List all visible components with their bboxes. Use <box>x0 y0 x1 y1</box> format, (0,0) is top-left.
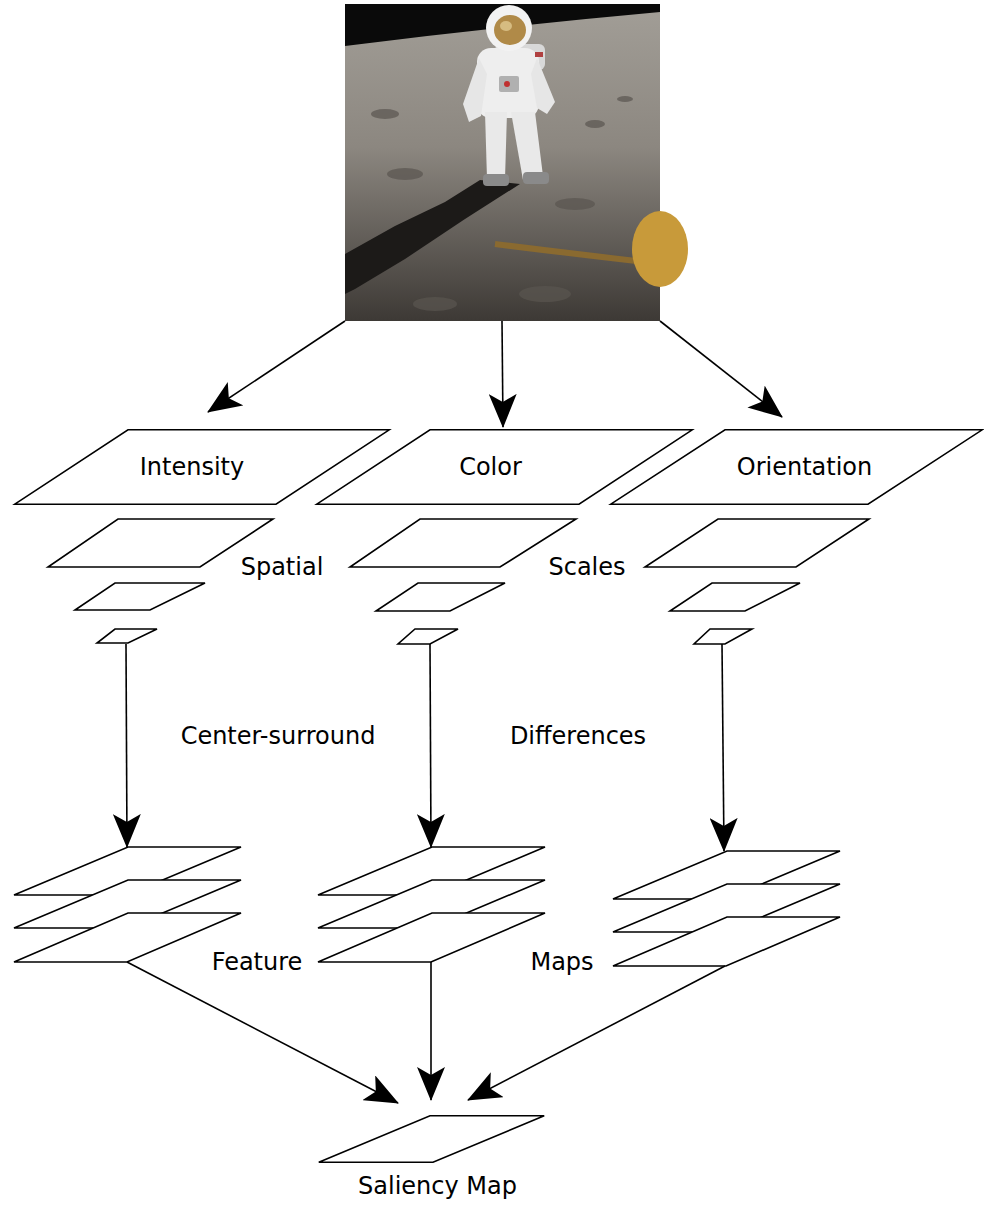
label-holder: Differences <box>510 722 646 751</box>
lunar-ground <box>345 4 660 321</box>
lander-foil <box>632 211 688 287</box>
flow-arrow <box>502 321 503 427</box>
map-label: Maps <box>530 948 593 976</box>
saliency-map-box: Saliency Map <box>318 1115 545 1207</box>
channel-name: Intensity <box>140 453 244 482</box>
flow-arrow <box>660 321 782 417</box>
feature-map <box>613 917 840 966</box>
moon-photo <box>345 4 688 321</box>
feature-map-stacks <box>14 847 840 966</box>
channel-name: Orientation <box>737 453 873 482</box>
text-holder: Orientation <box>618 429 984 505</box>
scale-label: Spatial <box>241 553 324 581</box>
lander-leg <box>495 244 645 262</box>
astronaut <box>463 5 555 186</box>
scale-layer <box>97 629 157 643</box>
craters <box>371 96 633 311</box>
label-holder: Scales <box>548 553 625 582</box>
scale-layer <box>376 583 505 611</box>
parallelogram-outline <box>318 1115 545 1163</box>
channel-name: Color <box>459 453 522 482</box>
map-title: Saliency Map <box>358 1172 517 1201</box>
operation-label: Differences <box>510 722 646 750</box>
scale-layer <box>670 583 800 611</box>
parallelogram-shape <box>611 430 982 504</box>
scale-layer <box>398 629 458 644</box>
map-label: Feature <box>212 948 303 976</box>
operation-label: Center-surround <box>181 722 376 750</box>
scale-layer <box>75 583 205 610</box>
scale-layer <box>694 629 752 644</box>
flow-arrow <box>722 644 724 851</box>
flow-arrow <box>126 644 127 847</box>
label-holder: Center-surround <box>181 722 376 751</box>
scale-label: Scales <box>548 553 625 581</box>
flow-arrow <box>430 644 431 847</box>
feature-channel-box: Orientation <box>610 429 983 505</box>
spatial-scale-pyramids <box>48 519 869 644</box>
label-holder: Maps <box>530 948 593 977</box>
scale-layer <box>48 519 273 567</box>
feature-map <box>14 913 241 962</box>
scale-layer <box>645 519 869 567</box>
text-holder: Saliency Map <box>324 1165 551 1207</box>
astronaut-shadow <box>345 180 520 294</box>
flow-arrow <box>468 966 725 1100</box>
flow-arrow <box>208 321 345 412</box>
flow-arrow <box>127 962 398 1103</box>
feature-map <box>318 913 545 962</box>
label-holder: Spatial <box>241 553 324 582</box>
scale-layer <box>350 519 576 567</box>
label-holder: Feature <box>212 948 303 977</box>
text-holder: Color <box>302 429 679 505</box>
text-holder: Intensity <box>4 429 380 505</box>
parallelogram-shape <box>319 1116 544 1162</box>
flow-arrow <box>430 962 432 1100</box>
